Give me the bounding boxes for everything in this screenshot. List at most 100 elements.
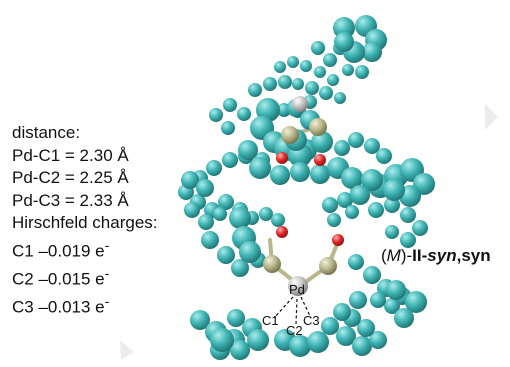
pd-atom-label: Pd bbox=[289, 282, 305, 297]
carbon-atom bbox=[274, 61, 286, 73]
carbon-atom bbox=[229, 207, 251, 229]
pd-carbon-contacts bbox=[273, 296, 312, 325]
carbon-atom bbox=[210, 328, 234, 352]
carbon-atom bbox=[213, 207, 227, 221]
carbon-atom bbox=[319, 86, 333, 100]
carbon-atom bbox=[218, 194, 234, 210]
carbon-atom bbox=[223, 98, 237, 112]
carbon-atom bbox=[364, 138, 380, 154]
distance-pd-c3: Pd-C3 = 2.33 Å bbox=[12, 190, 129, 210]
phosphorus-atom bbox=[281, 126, 299, 144]
carbon-atom bbox=[181, 171, 199, 189]
carbon-atom bbox=[336, 326, 356, 346]
carbon-atom bbox=[345, 205, 359, 219]
carbon-atom bbox=[278, 75, 292, 89]
carbon-atom bbox=[263, 77, 277, 91]
carbon-atom bbox=[247, 329, 269, 351]
phosphorus-atom bbox=[319, 257, 337, 275]
carbon-atom bbox=[305, 81, 319, 95]
carbon-atom bbox=[337, 192, 353, 208]
carbon-atom bbox=[385, 225, 399, 239]
carbon-atom bbox=[231, 259, 249, 277]
carbon-atom bbox=[341, 167, 363, 189]
phosphorus-atom bbox=[309, 118, 327, 136]
charge-c3: C3 –0.013 e- bbox=[12, 293, 110, 317]
phosphorus-atom bbox=[263, 255, 281, 273]
carbon-atom bbox=[222, 152, 238, 168]
charge-c2: C2 –0.015 e- bbox=[12, 265, 110, 289]
carbon-atom bbox=[271, 213, 285, 227]
carbon-atom bbox=[196, 179, 214, 197]
carbon-atom bbox=[363, 266, 381, 284]
carbon-atom bbox=[289, 335, 311, 357]
oxygen-atom bbox=[314, 154, 326, 166]
carbon-atom bbox=[412, 220, 428, 236]
carbon-atom bbox=[352, 336, 372, 356]
carbon-atom bbox=[361, 169, 383, 191]
carbon-atom bbox=[400, 207, 416, 223]
watermark-chevron bbox=[485, 104, 498, 130]
oxygen-atom bbox=[332, 234, 344, 246]
carbon-atom bbox=[334, 32, 354, 52]
distance-pd-c2: Pd-C2 = 2.25 Å bbox=[12, 168, 129, 187]
carbon-atom bbox=[237, 107, 251, 121]
distance-heading: distance: bbox=[12, 123, 81, 142]
charge-c1: C1 –0.019 e- bbox=[12, 237, 110, 261]
watermark-chevron bbox=[120, 340, 134, 360]
distance-pd-c1: Pd-C1 = 2.30 Å bbox=[12, 145, 129, 165]
oxygen-atom bbox=[276, 226, 288, 238]
carbon-atom bbox=[369, 331, 387, 349]
carbon-atom bbox=[333, 303, 351, 321]
carbon-atom bbox=[405, 291, 427, 313]
carbon-atom bbox=[300, 60, 312, 72]
c3-atom-label: C3 bbox=[303, 313, 320, 328]
carbon-atom bbox=[357, 319, 375, 337]
carbon-atom bbox=[239, 241, 261, 263]
carbon-atom bbox=[227, 309, 245, 327]
carbon-atom bbox=[362, 42, 382, 62]
carbon-atom bbox=[348, 132, 364, 148]
carbon-atom bbox=[370, 292, 386, 308]
carbon-atom bbox=[327, 213, 341, 227]
carbon-atom bbox=[355, 65, 369, 79]
carbon-atom bbox=[333, 17, 355, 39]
carbon-atom bbox=[400, 232, 416, 248]
palladium-atom bbox=[288, 276, 308, 296]
carbon-atom bbox=[314, 66, 326, 78]
carbon-atom bbox=[323, 53, 337, 67]
carbon-atom bbox=[190, 310, 210, 330]
carbon-atom bbox=[327, 74, 339, 86]
carbon-atom bbox=[334, 92, 346, 104]
carbon-atom bbox=[321, 317, 339, 335]
carbon-atom bbox=[348, 254, 364, 270]
carbon-atom bbox=[334, 140, 350, 156]
carbon-atom bbox=[322, 197, 338, 213]
front-atoms bbox=[181, 15, 435, 360]
carbon-atom bbox=[386, 280, 406, 300]
carbon-atom bbox=[206, 160, 222, 176]
info-panel: distance: Pd-C1 = 2.30 Å Pd-C2 = 2.25 Å … bbox=[12, 122, 158, 319]
carbon-atom bbox=[350, 185, 370, 205]
carbon-atom bbox=[249, 157, 271, 179]
carbon-atom bbox=[198, 214, 214, 230]
carbon-atom bbox=[310, 164, 330, 184]
carbon-atom bbox=[270, 165, 290, 185]
carbon-atom bbox=[259, 207, 273, 221]
carbon-atom bbox=[217, 246, 235, 264]
carbon-atom bbox=[209, 108, 223, 122]
palladium-atom-top bbox=[292, 96, 308, 112]
carbon-atom bbox=[311, 131, 333, 153]
c2-atom-label: C2 bbox=[286, 323, 303, 338]
carbon-atom bbox=[394, 308, 414, 328]
carbon-atom bbox=[184, 202, 200, 218]
structure-label: (M)-II-syn,syn bbox=[381, 246, 491, 265]
carbon-atom bbox=[384, 197, 400, 213]
carbon-atom bbox=[230, 340, 250, 360]
carbon-atom bbox=[307, 331, 329, 353]
carbon-atom bbox=[290, 162, 310, 182]
carbon-atom bbox=[349, 291, 367, 309]
carbon-atom bbox=[248, 83, 262, 97]
carbon-atom bbox=[287, 56, 299, 68]
carbon-atom bbox=[368, 202, 384, 218]
